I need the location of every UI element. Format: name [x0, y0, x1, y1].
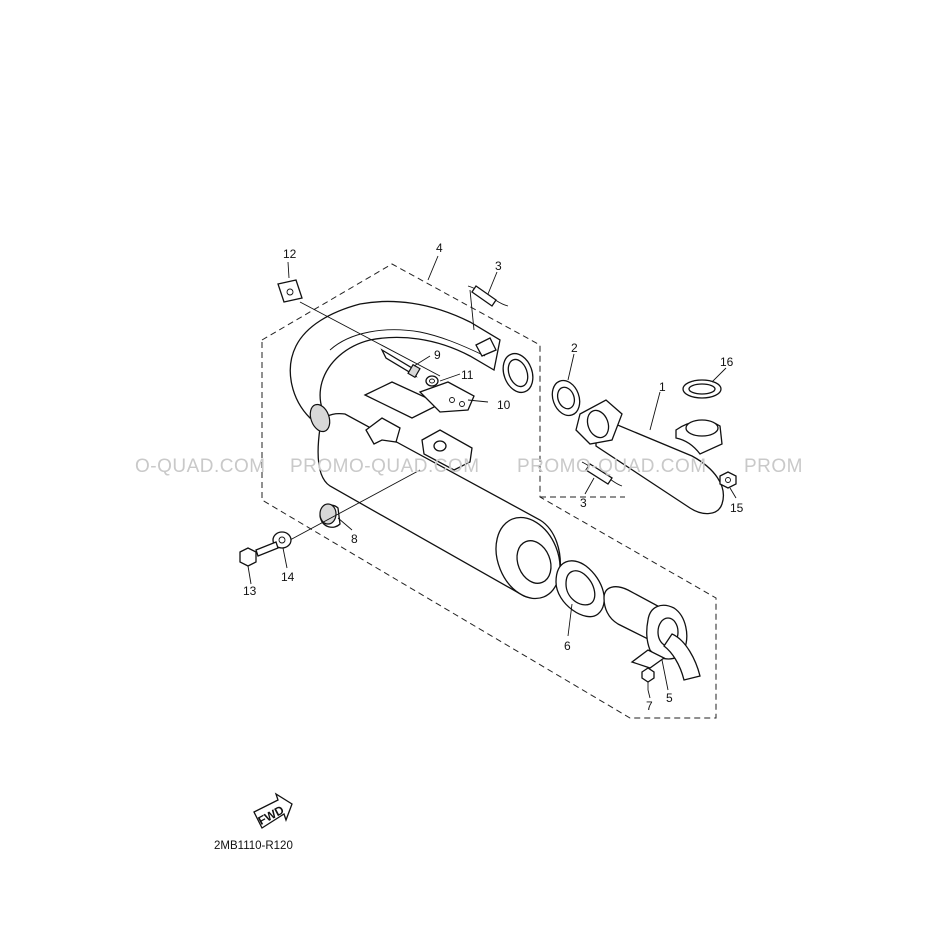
watermark-text: O-QUAD.COM — [135, 456, 266, 477]
damper-8 — [319, 503, 341, 528]
part-label-14: 14 — [281, 570, 295, 584]
nut-15 — [719, 471, 737, 489]
muffler-assembly-boundary — [261, 263, 717, 719]
part-label-10: 10 — [497, 398, 511, 412]
gasket-16 — [682, 379, 722, 399]
part-label-4: 4 — [436, 241, 443, 255]
watermark-text: PROMO-QUAD.COM — [517, 456, 707, 477]
part-label-8: 8 — [351, 532, 358, 546]
fwd-arrow — [253, 792, 293, 829]
part-label-6: 6 — [564, 639, 571, 653]
muffler-pipe — [289, 300, 501, 426]
screw-7 — [641, 667, 655, 690]
heat-shield-plate — [363, 381, 475, 419]
tailpipe-5 — [603, 586, 701, 681]
bolt-13 — [239, 541, 279, 567]
part-label-7: 7 — [646, 699, 653, 713]
gasket-2 — [551, 379, 581, 417]
muffler-body — [309, 403, 562, 600]
part-label-13: 13 — [243, 584, 257, 598]
leader-lines — [247, 255, 737, 699]
part-label-3: 3 — [495, 259, 502, 273]
muffler-mount-bracket — [365, 417, 473, 471]
exhaust-pipe-1 — [575, 399, 724, 515]
part-label-15: 15 — [730, 501, 744, 515]
part-label-16: 16 — [720, 355, 734, 369]
watermark-text: PROM — [744, 456, 803, 477]
part-label-1: 1 — [659, 380, 666, 394]
washer-11 — [425, 375, 439, 387]
rubber-damper — [277, 279, 303, 303]
part-label-2: 2 — [571, 341, 578, 355]
part-label-9: 9 — [434, 348, 441, 362]
gasket-6 — [555, 560, 605, 618]
pipe-outlet-flange — [475, 337, 534, 394]
watermark-text: PROMO-QUAD.COM — [290, 456, 480, 477]
drawing-code: 2MB1110-R120 — [214, 840, 293, 852]
part-label-11: 11 — [461, 368, 474, 382]
watermark: O-QUAD.COM PROMO-QUAD.COM PROMO-QUAD.COM… — [135, 456, 803, 477]
long-bolt — [380, 348, 421, 379]
spring-upper — [467, 285, 509, 331]
part-label-12: 12 — [283, 247, 297, 261]
part-labels: 12 4 3 2 16 1 9 11 10 15 3 8 14 13 6 5 7 — [243, 241, 744, 713]
washer-14 — [272, 531, 292, 549]
part-label-3: 3 — [580, 496, 587, 510]
part-label-5: 5 — [666, 691, 673, 705]
spring-lower — [581, 461, 623, 487]
